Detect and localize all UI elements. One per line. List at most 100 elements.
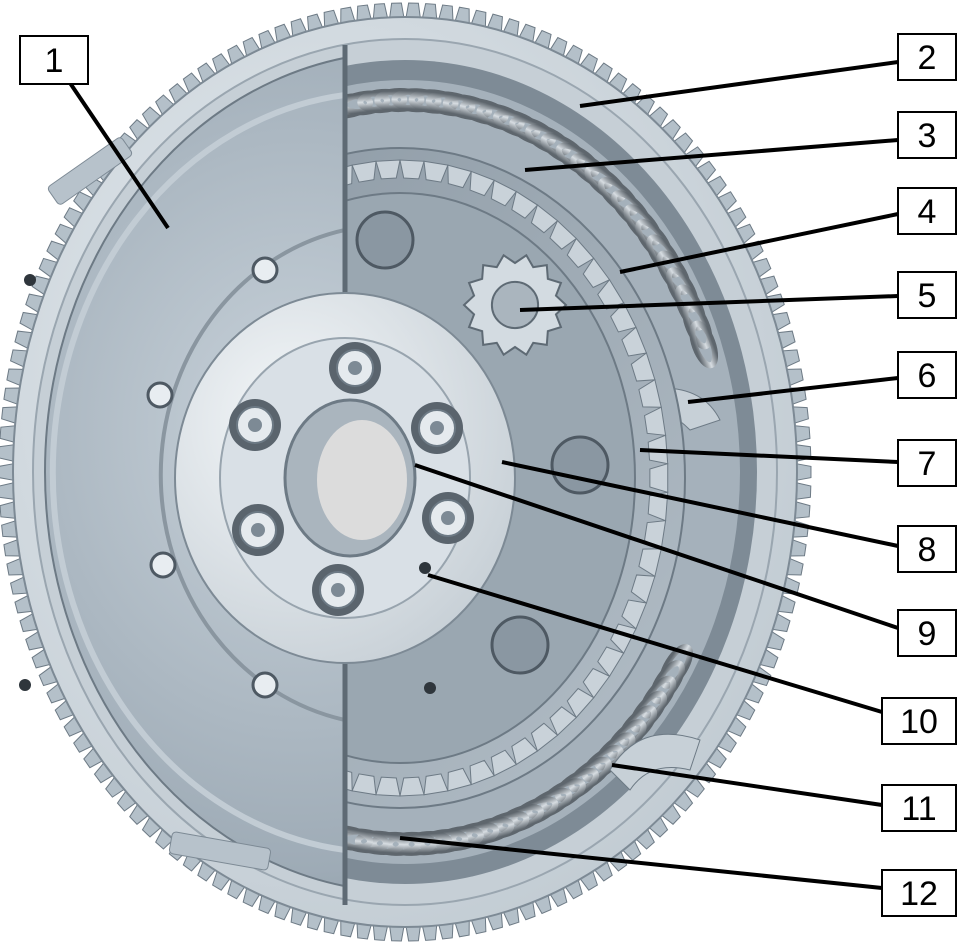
locating-pin [419, 562, 431, 574]
internal-gear-tooth [511, 737, 539, 766]
leader-line-9 [414, 463, 899, 630]
internal-gear-tooth [597, 278, 625, 310]
callout-7: 7 [897, 439, 957, 487]
callout-number: 11 [901, 790, 936, 828]
cover-tab-upper [47, 137, 133, 205]
ring-gear-tooth [421, 3, 438, 20]
callout-number: 9 [918, 615, 937, 653]
callout-number: 4 [918, 193, 937, 231]
internal-gear-tooth [469, 759, 495, 786]
internal-gear-tooth [638, 378, 662, 408]
internal-gear-tooth [511, 190, 539, 219]
mounting-hole [19, 679, 31, 691]
cover-tab-lower [168, 831, 272, 871]
callout-1: 1 [19, 35, 89, 85]
crankshaft-bolts [229, 342, 474, 616]
callout-2: 2 [897, 33, 957, 81]
internal-gear-tooth [643, 406, 667, 436]
callout-11: 11 [881, 784, 957, 832]
callout-6: 6 [897, 351, 957, 399]
internal-gear-tooth [490, 749, 518, 777]
rivet [251, 256, 279, 284]
ring-gear-tooth [0, 482, 15, 500]
callout-number: 5 [918, 277, 937, 315]
internal-gear-tooth [530, 204, 559, 234]
internal-gear-tooth [351, 773, 377, 796]
callout-number: 6 [918, 357, 937, 395]
cover-rivets [19, 256, 436, 699]
internal-gear-tooth [630, 352, 656, 382]
leader-line-8 [501, 460, 899, 548]
bolt-head [232, 504, 284, 556]
internal-gear-tooth [566, 237, 595, 269]
ring-gear-tooth [421, 924, 438, 941]
internal-ring-gear [345, 159, 669, 797]
callout-box [897, 33, 957, 81]
callout-box [897, 609, 957, 657]
internal-gear-tooth [351, 160, 377, 183]
planet-pin [355, 210, 415, 270]
bolt-head [329, 342, 381, 394]
callout-box [897, 351, 957, 399]
callout-9: 9 [897, 609, 957, 657]
ring-gear-tooth [0, 501, 16, 519]
internal-gear-tooth [597, 646, 625, 678]
callout-8: 8 [897, 525, 957, 573]
ring-gear-tooth [795, 482, 812, 500]
leader-lines [66, 60, 899, 890]
callout-10: 10 [881, 697, 957, 745]
ring-gear-tooth [0, 444, 15, 462]
ring-gear-tooth [0, 425, 16, 443]
internal-gear-tooth [423, 773, 449, 796]
internal-gear-tooth [549, 706, 578, 737]
ring-gear-tooth [794, 425, 811, 443]
callout-number: 8 [918, 531, 937, 569]
bolt-head [312, 564, 364, 616]
hub-bore [317, 420, 407, 540]
callout-box [881, 697, 957, 745]
leader-line-2 [579, 60, 899, 108]
internal-gear-tooth [549, 219, 578, 250]
cover-raised-band [49, 92, 345, 853]
planet-gear [462, 253, 568, 357]
callout-box [897, 271, 957, 319]
ring-gear-tooth [372, 924, 389, 941]
planet-gears [355, 210, 610, 675]
leader-line-1 [66, 78, 170, 230]
bolt-head [229, 399, 281, 451]
internal-gear-tooth [582, 667, 611, 699]
callout-box [881, 869, 957, 917]
bolt-head [422, 492, 474, 544]
callout-box [897, 525, 957, 573]
callout-box [881, 784, 957, 832]
spring-coil [689, 320, 719, 369]
planet-pin [490, 615, 550, 675]
internal-gear-tooth [530, 722, 559, 752]
callout-number: 1 [45, 42, 64, 80]
rivet [146, 381, 174, 409]
internal-gear-tooth [621, 326, 648, 357]
internal-gear-tooth [638, 548, 662, 578]
internal-gear-tooth [469, 170, 495, 197]
leader-line-10 [427, 573, 883, 714]
callout-12: 12 [881, 869, 957, 917]
planet-pin [550, 435, 610, 495]
ring-gear-tooth [372, 3, 389, 20]
leader-line-7 [639, 448, 899, 464]
ring-gear-tooth [796, 463, 812, 481]
ring-gear-tooth [389, 2, 405, 18]
internal-gear-tooth [399, 159, 425, 180]
internal-gear-tooth [447, 164, 473, 189]
internal-gear-tooth [649, 463, 669, 493]
ring-gear-tooth [405, 926, 421, 942]
internal-gear-tooth [582, 257, 611, 289]
internal-gear-tooth [375, 159, 401, 180]
ring-gear-tooth [405, 2, 421, 18]
ring-gear-tooth [794, 501, 811, 519]
ring-gear-tooth [389, 926, 405, 942]
leader-line-4 [619, 212, 899, 274]
leader-line-5 [519, 294, 899, 312]
callout-number: 3 [918, 117, 937, 155]
